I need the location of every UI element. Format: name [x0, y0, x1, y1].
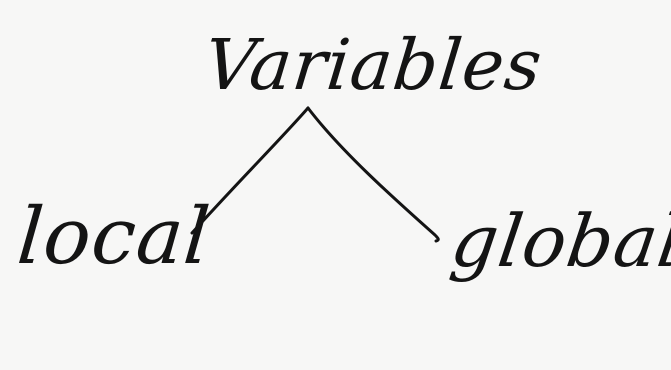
connector-to-local — [190, 106, 310, 235]
root-node-label: Variables — [200, 24, 547, 106]
connector-to-global — [306, 106, 440, 243]
child-node-local-label: local — [14, 192, 214, 282]
child-node-global-label: global. — [446, 199, 671, 283]
